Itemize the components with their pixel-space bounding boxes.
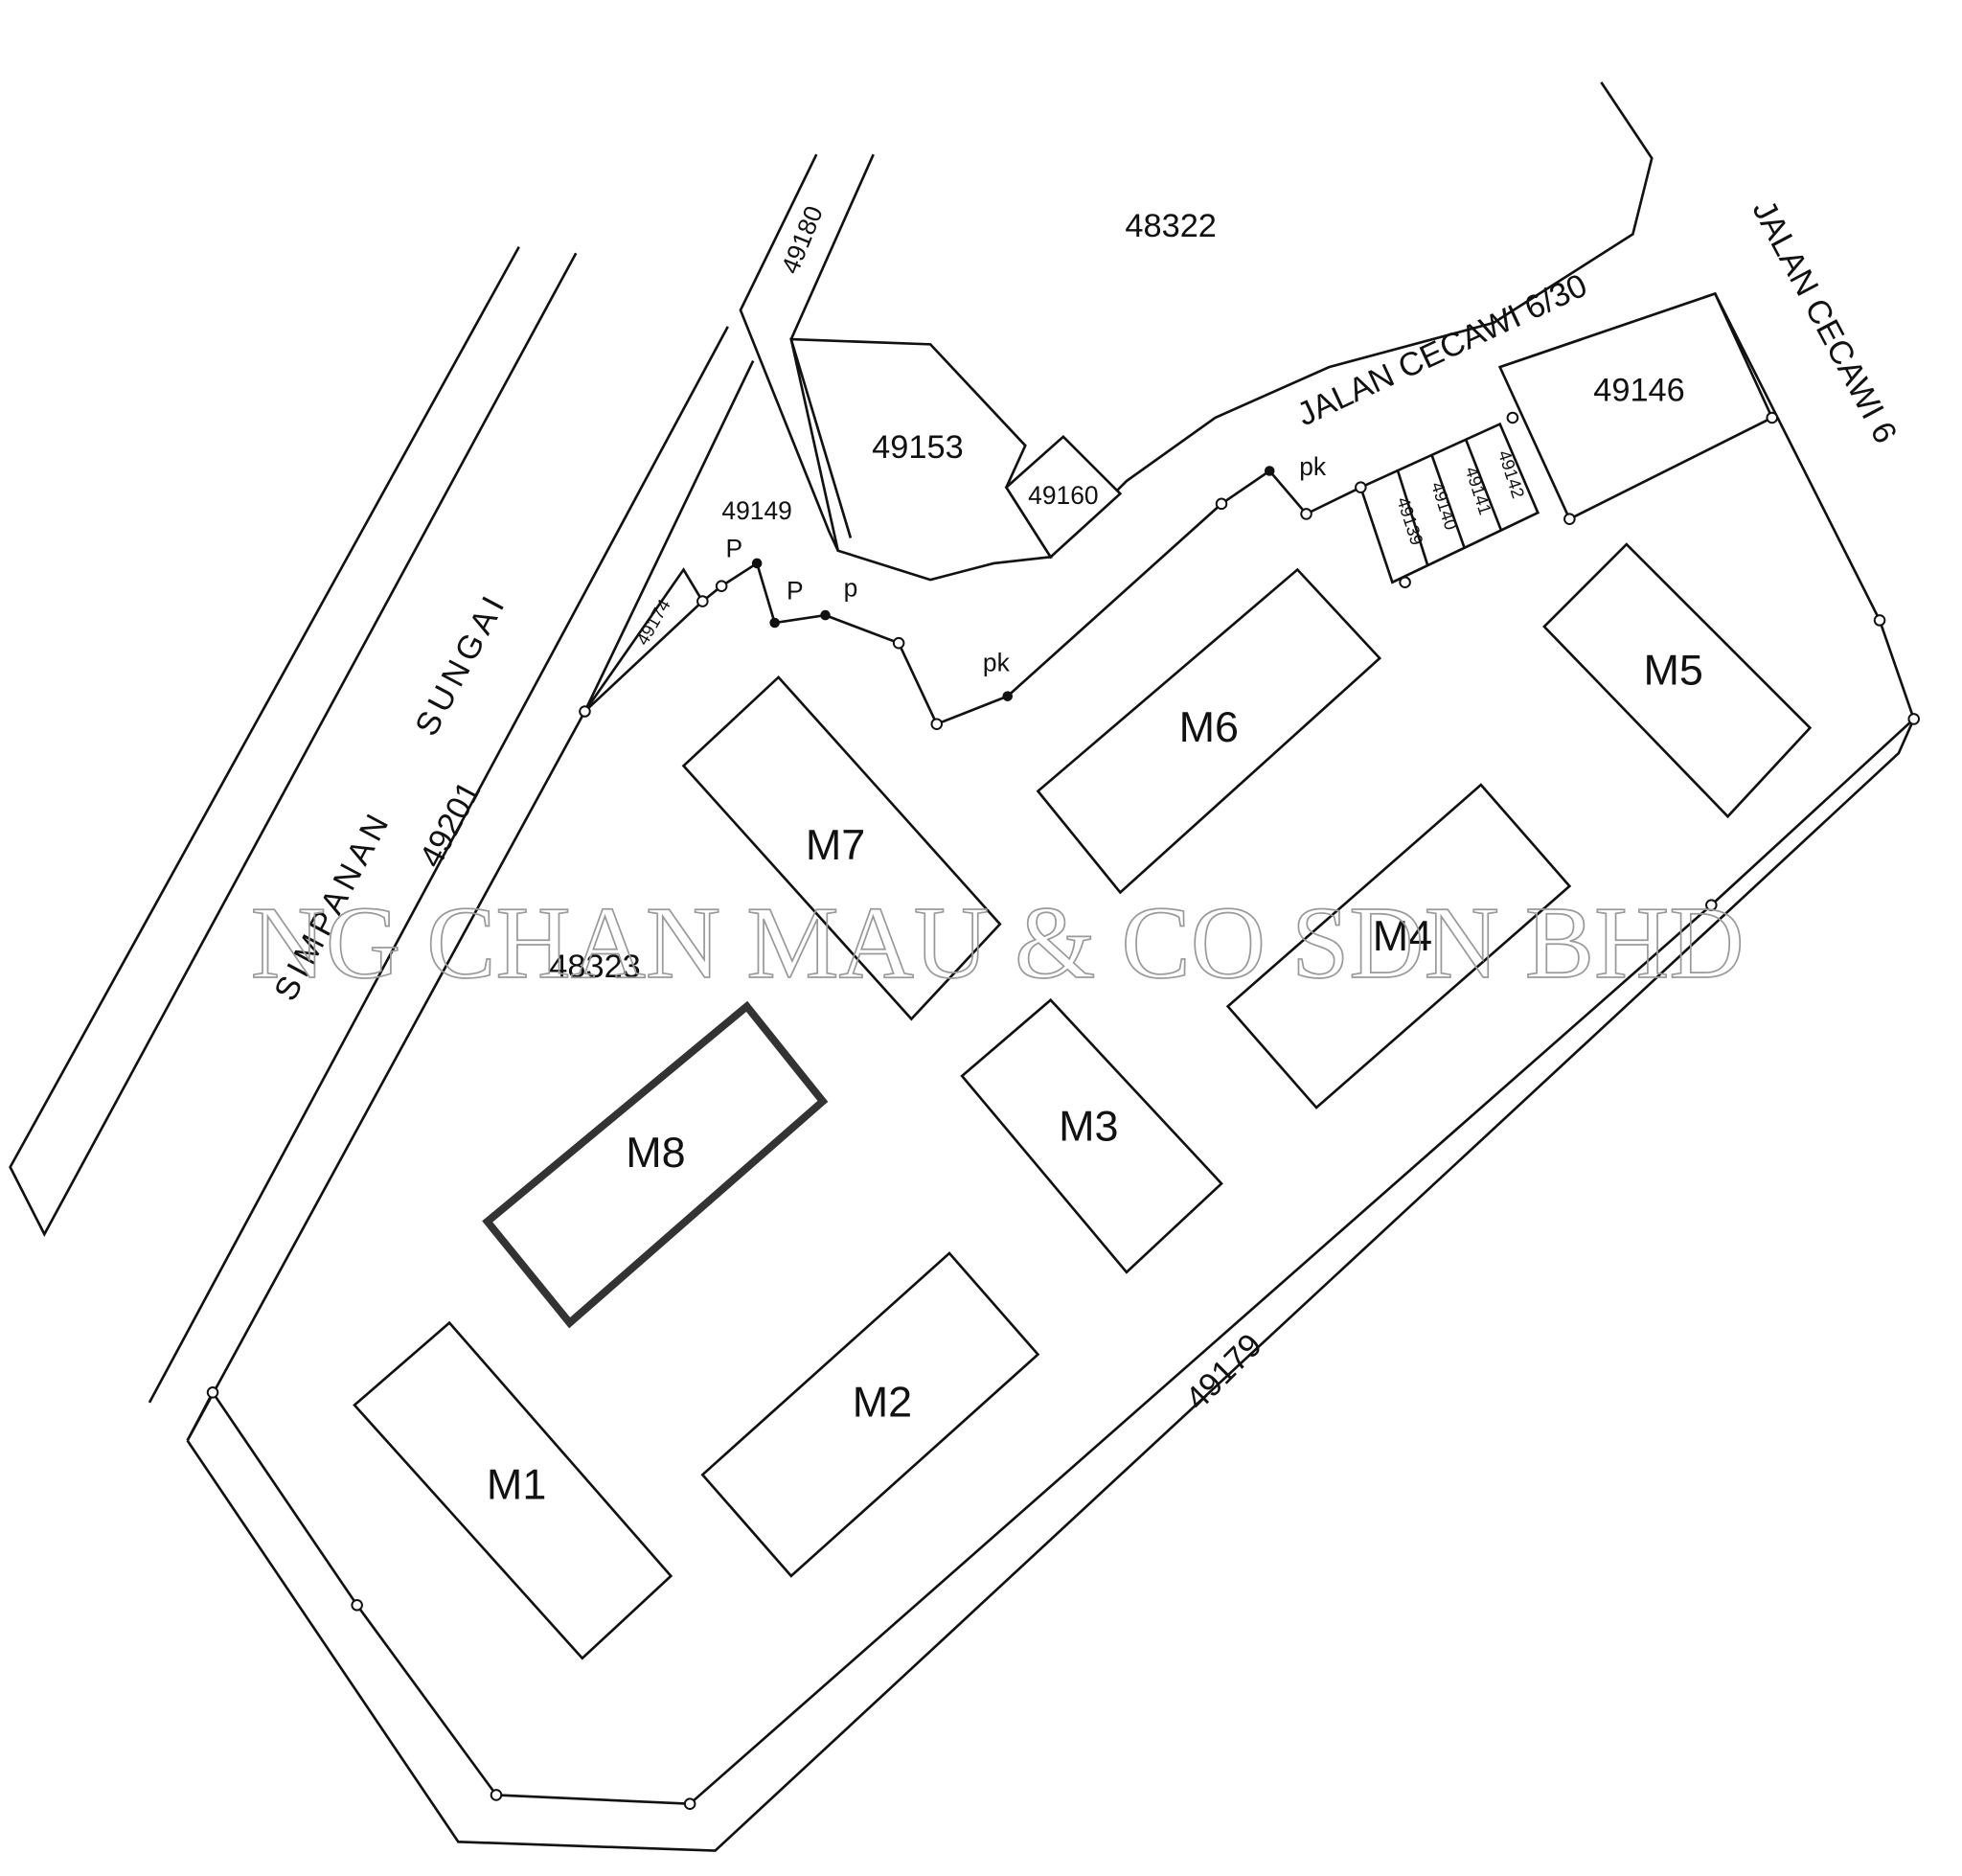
marker-p: P [787, 576, 804, 605]
label-lot-49174: 49174 [632, 596, 674, 649]
marker-pk: pk [1299, 452, 1327, 481]
lot-49160 [1004, 434, 1123, 560]
label-lot-49149: 49149 [721, 496, 791, 525]
building-m3 [960, 997, 1223, 1274]
river-reserve-strip [9, 245, 578, 1237]
building-m6 [1036, 567, 1382, 895]
road-boundaries [186, 81, 1916, 1852]
label-m7: M7 [806, 820, 865, 869]
building-m7 [681, 675, 1002, 1021]
label-m1: M1 [487, 1459, 546, 1508]
building-m5 [1542, 542, 1813, 819]
label-lot-48323: 48323 [549, 949, 641, 985]
label-m5: M5 [1643, 646, 1702, 695]
building-m2 [700, 1251, 1040, 1578]
label-m6: M6 [1179, 702, 1239, 751]
label-lot-49160: 49160 [1028, 481, 1098, 510]
label-lot-49180: 49180 [776, 202, 829, 278]
marker-p: P [726, 535, 743, 563]
label-lot-49146: 49146 [1593, 373, 1685, 409]
small-lots [1358, 422, 1540, 584]
label-m8: M8 [626, 1128, 685, 1177]
marker-p-lower: p [844, 574, 858, 603]
marker-pk: pk [983, 649, 1011, 677]
watermark: NG CHAN MAU & CO SDN BHD [251, 885, 1745, 1000]
label-m3: M3 [1059, 1101, 1118, 1150]
building-m8-highlighted [482, 1000, 829, 1329]
label-m2: M2 [853, 1377, 912, 1426]
lot-49174-boundary [583, 567, 704, 713]
label-m4: M4 [1373, 911, 1432, 960]
building-m1 [353, 1320, 673, 1660]
label-lot-49179: 49179 [1178, 1327, 1268, 1417]
label-lot-48322: 48322 [1125, 208, 1217, 244]
label-lot-49153: 49153 [872, 429, 964, 466]
lot-49149-boundary [583, 502, 1222, 726]
label-lot-49201: 49201 [413, 775, 488, 873]
lot-49201-strip [148, 326, 755, 1442]
survey-points [206, 411, 1920, 1810]
building-m4 [1225, 783, 1572, 1110]
